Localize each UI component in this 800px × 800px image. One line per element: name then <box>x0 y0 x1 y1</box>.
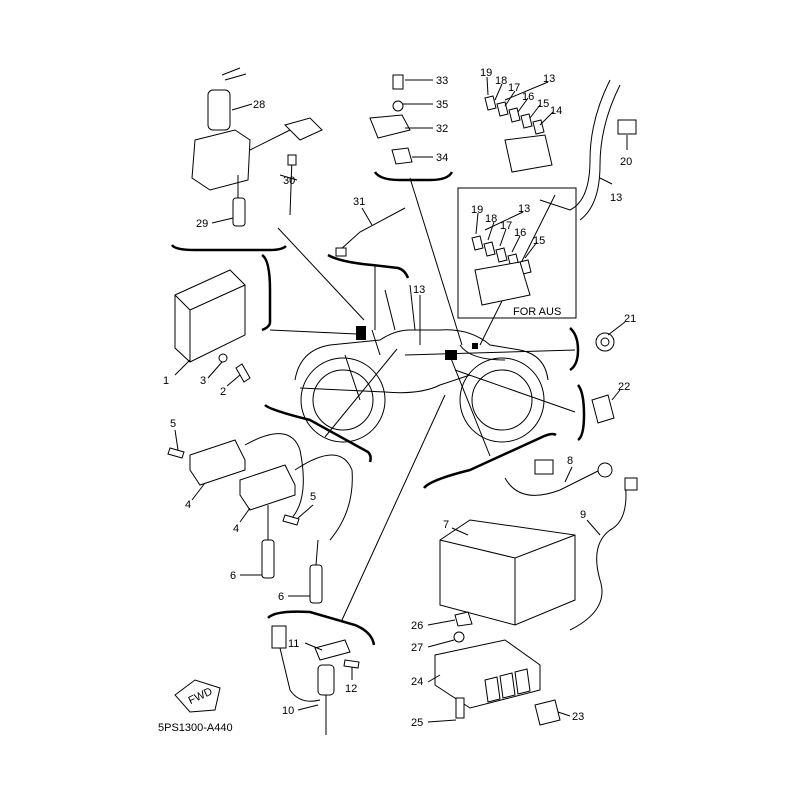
main-switch-group <box>191 67 323 227</box>
callout-21: 21 <box>624 313 636 325</box>
fuse-box-group <box>484 79 637 221</box>
callout-34: 34 <box>436 152 448 164</box>
sensor-group <box>271 625 360 735</box>
callout-23: 23 <box>572 711 584 723</box>
callout-6b: 6 <box>278 591 284 603</box>
callout-4: 4 <box>185 499 191 511</box>
callout-1: 1 <box>163 375 169 387</box>
callout-19-aus: 19 <box>471 204 483 216</box>
callout-35: 35 <box>436 99 448 111</box>
callout-13-vehicle: 13 <box>413 284 425 296</box>
battery-group <box>439 459 638 631</box>
callout-11: 11 <box>288 638 299 650</box>
callout-5b: 5 <box>310 491 316 503</box>
callouts: 1 2 3 4 4 5 5 6 6 7 8 9 10 11 12 13 13 1… <box>163 67 636 729</box>
callout-33: 33 <box>436 75 448 87</box>
callout-2: 2 <box>220 386 226 398</box>
marker-square <box>472 343 478 349</box>
callout-17-aus: 17 <box>500 220 512 232</box>
callout-28: 28 <box>253 99 265 111</box>
group-lines <box>170 171 586 646</box>
callout-25: 25 <box>411 717 423 729</box>
callout-8: 8 <box>567 455 573 467</box>
callout-32: 32 <box>436 123 448 135</box>
clip-31 <box>335 207 406 257</box>
ignition-coils <box>167 433 353 604</box>
callout-13-top: 13 <box>543 73 555 85</box>
callout-15-aus: 15 <box>533 235 545 247</box>
callout-19: 19 <box>480 67 492 79</box>
callout-16: 16 <box>522 91 534 103</box>
callout-20: 20 <box>620 156 632 168</box>
callout-17: 17 <box>508 82 520 94</box>
callout-18-aus: 18 <box>485 213 497 225</box>
bracket-group <box>369 74 413 165</box>
callout-12: 12 <box>345 683 357 695</box>
callout-13-harness: 13 <box>610 192 622 204</box>
callout-9: 9 <box>580 509 586 521</box>
callout-14: 14 <box>550 105 562 117</box>
callout-4b: 4 <box>233 523 239 535</box>
callout-13-aus: 13 <box>518 203 530 215</box>
ecu-group <box>174 269 251 383</box>
callout-15: 15 <box>537 98 549 110</box>
callout-6: 6 <box>230 570 236 582</box>
callout-10: 10 <box>282 705 294 717</box>
callout-24: 24 <box>411 676 423 688</box>
relays <box>591 332 615 424</box>
callout-26: 26 <box>411 620 423 632</box>
callout-3: 3 <box>200 375 206 387</box>
fwd-arrow: FWD <box>174 679 221 713</box>
for-aus-inset: FOR AUS <box>457 187 577 319</box>
callout-31: 31 <box>353 196 365 208</box>
diagram-code: 5PS1300-A440 <box>158 722 233 734</box>
callout-30: 30 <box>283 175 295 187</box>
callout-22: 22 <box>618 381 630 393</box>
callout-27: 27 <box>411 642 423 654</box>
rectifier-group <box>434 611 561 726</box>
callout-16-aus: 16 <box>514 227 526 239</box>
callout-5: 5 <box>170 418 176 430</box>
marker-square <box>356 326 366 340</box>
marker-square <box>445 350 457 360</box>
callout-18: 18 <box>495 75 507 87</box>
callout-29: 29 <box>196 218 208 230</box>
for-aus-label: FOR AUS <box>513 306 561 318</box>
atv-silhouette <box>294 284 549 443</box>
callout-7: 7 <box>443 519 449 531</box>
